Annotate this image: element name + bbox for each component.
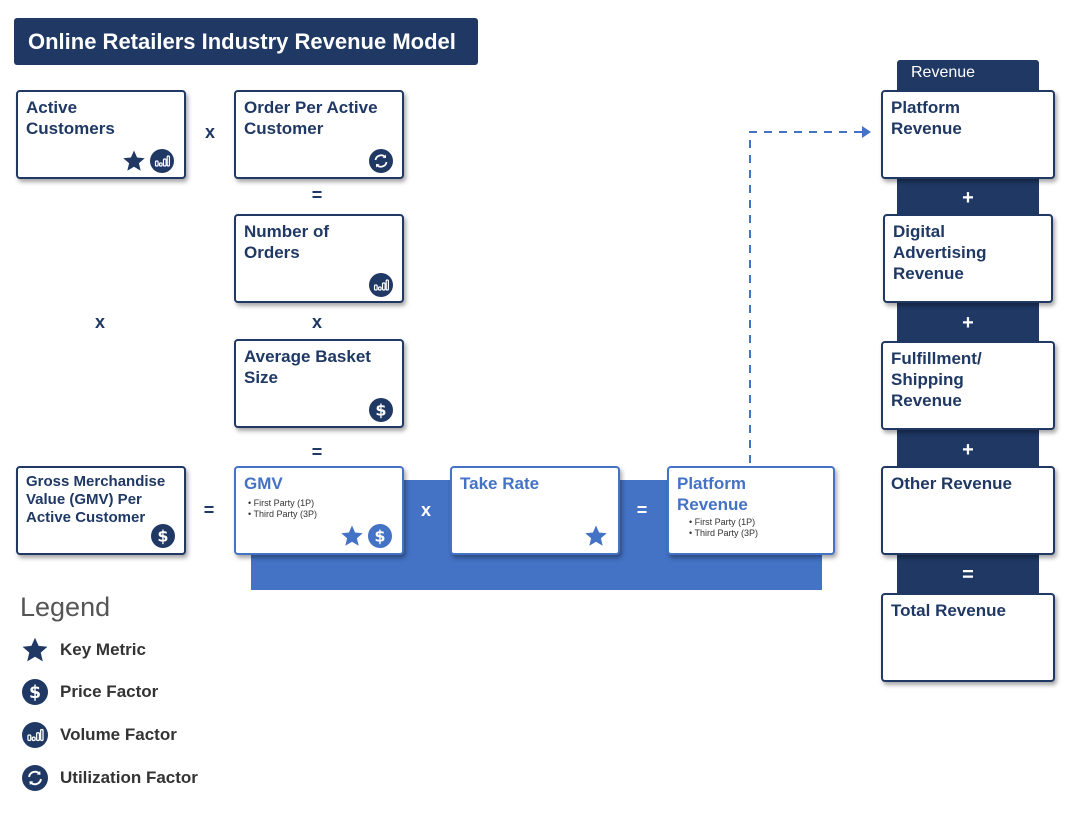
platform-revenue-box: Platform Revenue <box>881 90 1055 179</box>
platform-revenue-mid-label: Platform Revenue <box>677 474 748 514</box>
times-operator: x <box>94 312 105 332</box>
legend-item-key-metric: Key Metric <box>20 636 146 664</box>
volume-factor-icon <box>22 722 48 748</box>
equals-operator: = <box>311 442 323 462</box>
times-operator: x <box>204 122 215 142</box>
times-operator: x <box>420 500 431 520</box>
price-factor-icon <box>368 524 392 548</box>
price-factor-icon <box>369 398 393 422</box>
fulfillment-shipping-revenue-box: Fulfillment/ Shipping Revenue <box>881 341 1055 430</box>
platform-revenue-label: Platform Revenue <box>891 98 962 138</box>
key-metric-star-icon <box>20 636 50 664</box>
legend-key-metric-label: Key Metric <box>60 640 146 659</box>
gmv-box: GMV • First Party (1P) • Third Party (3P… <box>234 466 404 555</box>
total-revenue-box: Total Revenue <box>881 593 1055 682</box>
take-rate-box: Take Rate <box>450 466 620 555</box>
average-basket-size-label: Average Basket Size <box>244 347 371 387</box>
legend-price-factor-label: Price Factor <box>60 682 159 701</box>
gmv-label: GMV <box>244 474 283 493</box>
other-revenue-box: Other Revenue <box>881 466 1055 555</box>
volume-factor-icon <box>150 149 174 173</box>
legend-item-price-factor: Price Factor <box>20 678 158 706</box>
order-per-active-customer-label: Order Per Active Customer <box>244 98 378 138</box>
number-of-orders-label: Number of Orders <box>244 222 329 262</box>
order-per-active-customer-box: Order Per Active Customer <box>234 90 404 179</box>
first-party-bullet: • First Party (1P) <box>248 498 315 508</box>
plus-operator: + <box>962 312 974 334</box>
key-metric-star-icon <box>340 524 364 548</box>
gmv-bullets: • First Party (1P) • Third Party (3P) <box>244 498 394 520</box>
other-revenue-label: Other Revenue <box>891 474 1012 493</box>
legend-volume-factor-label: Volume Factor <box>60 725 177 744</box>
fulfillment-shipping-revenue-label: Fulfillment/ Shipping Revenue <box>891 349 982 410</box>
legend-item-volume-factor: Volume Factor <box>20 721 177 749</box>
dashed-connector-arrow <box>749 126 871 463</box>
average-basket-size-box: Average Basket Size <box>234 339 404 428</box>
third-party-bullet: • Third Party (3P) <box>689 528 759 538</box>
equals-operator: = <box>962 564 974 586</box>
third-party-bullet: • Third Party (3P) <box>248 509 318 519</box>
legend-utilization-factor-label: Utilization Factor <box>60 768 198 787</box>
equals-operator: = <box>636 500 648 520</box>
price-factor-icon <box>151 524 175 548</box>
page-title: Online Retailers Industry Revenue Model <box>14 18 478 65</box>
active-customers-label: Active Customers <box>26 98 115 138</box>
times-operator: x <box>311 312 322 332</box>
number-of-orders-box: Number of Orders <box>234 214 404 303</box>
platform-revenue-bullets: • First Party (1P) • Third Party (3P) <box>677 517 825 539</box>
active-customers-box: Active Customers <box>16 90 186 179</box>
plus-operator: + <box>962 439 974 461</box>
equals-operator: = <box>311 185 323 205</box>
legend-item-utilization-factor: Utilization Factor <box>20 764 198 792</box>
key-metric-star-icon <box>122 149 146 173</box>
volume-factor-icon <box>369 273 393 297</box>
digital-advertising-revenue-box: Digital Advertising Revenue <box>883 214 1053 303</box>
utilization-factor-icon <box>369 149 393 173</box>
utilization-factor-icon <box>22 765 48 791</box>
equals-operator: = <box>203 500 215 520</box>
take-rate-label: Take Rate <box>460 474 540 493</box>
key-metric-star-icon <box>584 524 608 548</box>
price-factor-icon <box>22 679 48 705</box>
total-revenue-label: Total Revenue <box>891 601 1006 620</box>
plus-operator: + <box>962 187 974 209</box>
legend-title: Legend <box>20 592 111 622</box>
revenue-column-header: Revenue <box>911 64 976 81</box>
first-party-bullet: • First Party (1P) <box>689 517 756 527</box>
gmv-per-active-customer-label: Gross Merchandise Value (GMV) Per Active… <box>26 473 166 526</box>
platform-revenue-mid-box: Platform Revenue • First Party (1P) • Th… <box>667 466 835 555</box>
digital-advertising-revenue-label: Digital Advertising Revenue <box>893 222 987 283</box>
gmv-per-active-customer-box: Gross Merchandise Value (GMV) Per Active… <box>16 466 186 555</box>
